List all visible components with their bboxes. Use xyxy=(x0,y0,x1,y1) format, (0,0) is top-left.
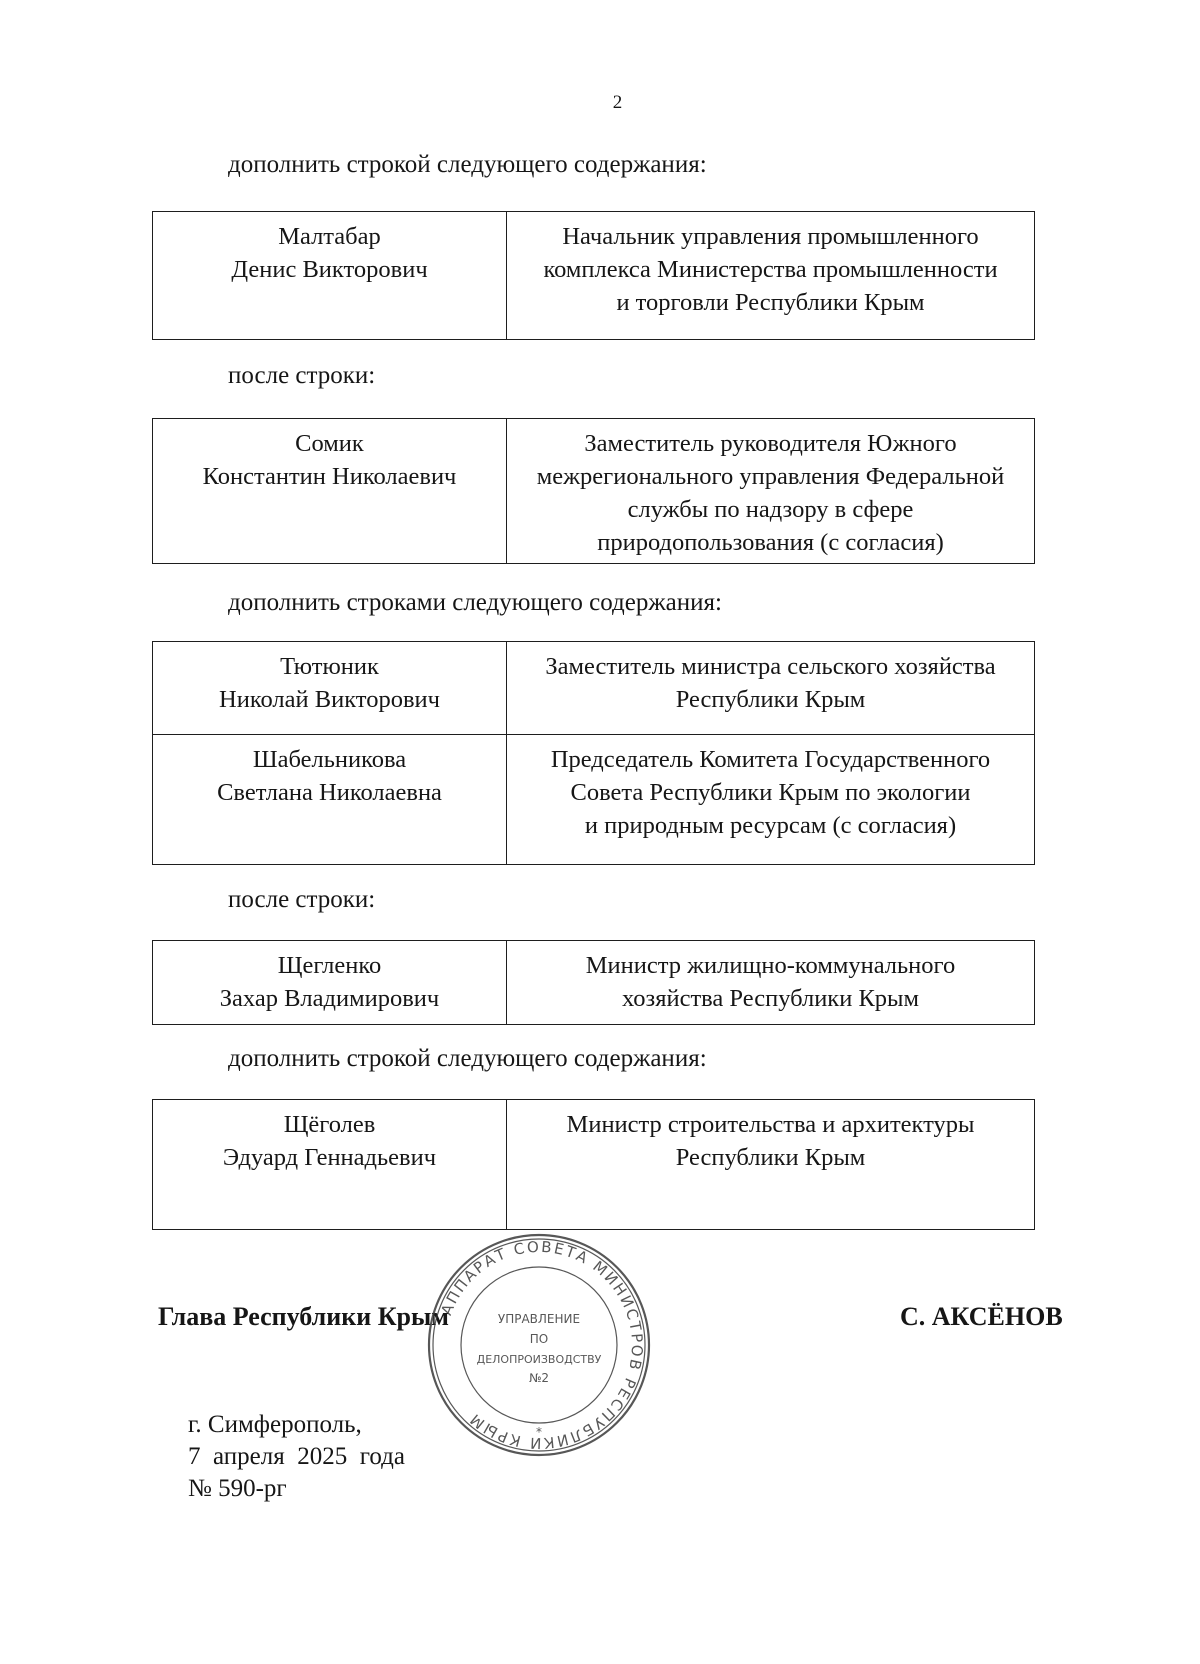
amendment-intro: дополнить строкой следующего содержания: xyxy=(228,1045,707,1072)
seal-inner-line: УПРАВЛЕНИЕ xyxy=(498,1312,580,1326)
position-line: хозяйства Республики Крым xyxy=(621,985,920,1012)
person-name-cell: Щегленко Захар Владимирович xyxy=(152,940,507,1025)
surname: Шабельникова xyxy=(252,746,407,773)
seal-inner-line: ПО xyxy=(530,1332,548,1346)
amendment-intro: дополнить строкой следующего содержания: xyxy=(228,151,707,178)
amendment-intro: дополнить строками следующего содержания… xyxy=(228,589,722,616)
seal-inner-line: №2 xyxy=(529,1371,549,1385)
place-date-block: г. Симферополь, 7 апреля 2025 года № 590… xyxy=(188,1409,405,1505)
amendment-table: Сомик Константин Николаевич Заместитель … xyxy=(152,418,1035,564)
surname: Малтабар xyxy=(278,223,381,250)
table-row: Щёголев Эдуард Геннадьевич Министр строи… xyxy=(152,1099,1035,1230)
position-line: Председатель Комитета Государственного xyxy=(550,746,991,773)
person-name-cell: Щёголев Эдуард Геннадьевич xyxy=(152,1099,507,1230)
given-names: Эдуард Геннадьевич xyxy=(222,1144,437,1171)
position-cell: Начальник управления промышленного компл… xyxy=(506,211,1035,340)
given-names: Константин Николаевич xyxy=(202,463,457,490)
position-line: комплекса Министерства промышленности xyxy=(543,256,998,283)
position-line: Министр жилищно-коммунального xyxy=(585,952,956,979)
document-number: № 590-рг xyxy=(188,1475,287,1502)
position-line: Начальник управления промышленного xyxy=(562,223,979,250)
given-names: Захар Владимирович xyxy=(219,985,440,1012)
surname: Щёголев xyxy=(283,1111,376,1138)
table-row: Малтабар Денис Викторович Начальник упра… xyxy=(152,211,1035,340)
table-row: Сомик Константин Николаевич Заместитель … xyxy=(152,418,1035,564)
position-line: Республики Крым xyxy=(675,686,866,713)
position-line: Министр строительства и архитектуры xyxy=(566,1111,975,1138)
person-name-cell: Шабельникова Светлана Николаевна xyxy=(152,734,507,865)
person-name-cell: Малтабар Денис Викторович xyxy=(152,211,507,340)
position-cell: Министр строительства и архитектуры Респ… xyxy=(506,1099,1035,1230)
seal-inner-line: ДЕЛОПРОИЗВОДСТВУ xyxy=(477,1353,602,1366)
person-name-cell: Тютюник Николай Викторович xyxy=(152,641,507,735)
amendment-intro: после строки: xyxy=(228,886,376,913)
amendment-intro: после строки: xyxy=(228,362,376,389)
document-date: 7 апреля 2025 года xyxy=(188,1443,405,1470)
position-cell: Министр жилищно-коммунального хозяйства … xyxy=(506,940,1035,1025)
position-cell: Председатель Комитета Государственного С… xyxy=(506,734,1035,865)
position-line: Республики Крым xyxy=(675,1144,866,1171)
seal-outer-ring xyxy=(427,1233,651,1457)
table-row: Шабельникова Светлана Николаевна Председ… xyxy=(152,734,1035,865)
position-line: Заместитель руководителя Южного xyxy=(584,430,957,457)
position-line: Совета Республики Крым по экологии xyxy=(570,779,971,806)
official-seal: АППАРАТ СОВЕТА МИНИСТРОВ РЕСПУБЛИКИ КРЫМ… xyxy=(427,1233,651,1457)
position-line: природопользования (с согласия) xyxy=(597,529,944,556)
given-names: Николай Викторович xyxy=(219,686,440,713)
position-line: службы по надзору в сфере xyxy=(627,496,914,523)
table-row: Тютюник Николай Викторович Заместитель м… xyxy=(152,641,1035,735)
amendment-table: Щегленко Захар Владимирович Министр жили… xyxy=(152,940,1035,1025)
position-line: межрегионального управления Федеральной xyxy=(536,463,1005,490)
position-line: и торговли Республики Крым xyxy=(616,289,925,316)
seal-star-icon: * xyxy=(536,1425,542,1439)
seal-center-ring xyxy=(460,1266,618,1424)
person-name-cell: Сомик Константин Николаевич xyxy=(152,418,507,564)
page-number: 2 xyxy=(612,92,623,113)
surname: Сомик xyxy=(295,430,364,457)
given-names: Денис Викторович xyxy=(231,256,428,283)
table-row: Щегленко Захар Владимирович Министр жили… xyxy=(152,940,1035,1025)
position-cell: Заместитель руководителя Южного межрегио… xyxy=(506,418,1035,564)
position-cell: Заместитель министра сельского хозяйства… xyxy=(506,641,1035,735)
surname: Тютюник xyxy=(280,653,379,680)
amendment-table: Малтабар Денис Викторович Начальник упра… xyxy=(152,211,1035,340)
signatory-name: С. АКСЁНОВ xyxy=(900,1302,1063,1331)
position-line: Заместитель министра сельского хозяйства xyxy=(545,653,996,680)
given-names: Светлана Николаевна xyxy=(217,779,442,806)
signatory-title: Глава Республики Крым xyxy=(158,1302,450,1331)
seal-inner-ring xyxy=(432,1238,646,1452)
amendment-table: Щёголев Эдуард Геннадьевич Министр строи… xyxy=(152,1099,1035,1230)
amendment-table: Тютюник Николай Викторович Заместитель м… xyxy=(152,641,1035,865)
position-line: и природным ресурсам (с согласия) xyxy=(584,812,957,839)
surname: Щегленко xyxy=(277,952,382,979)
city: г. Симферополь, xyxy=(188,1411,362,1438)
